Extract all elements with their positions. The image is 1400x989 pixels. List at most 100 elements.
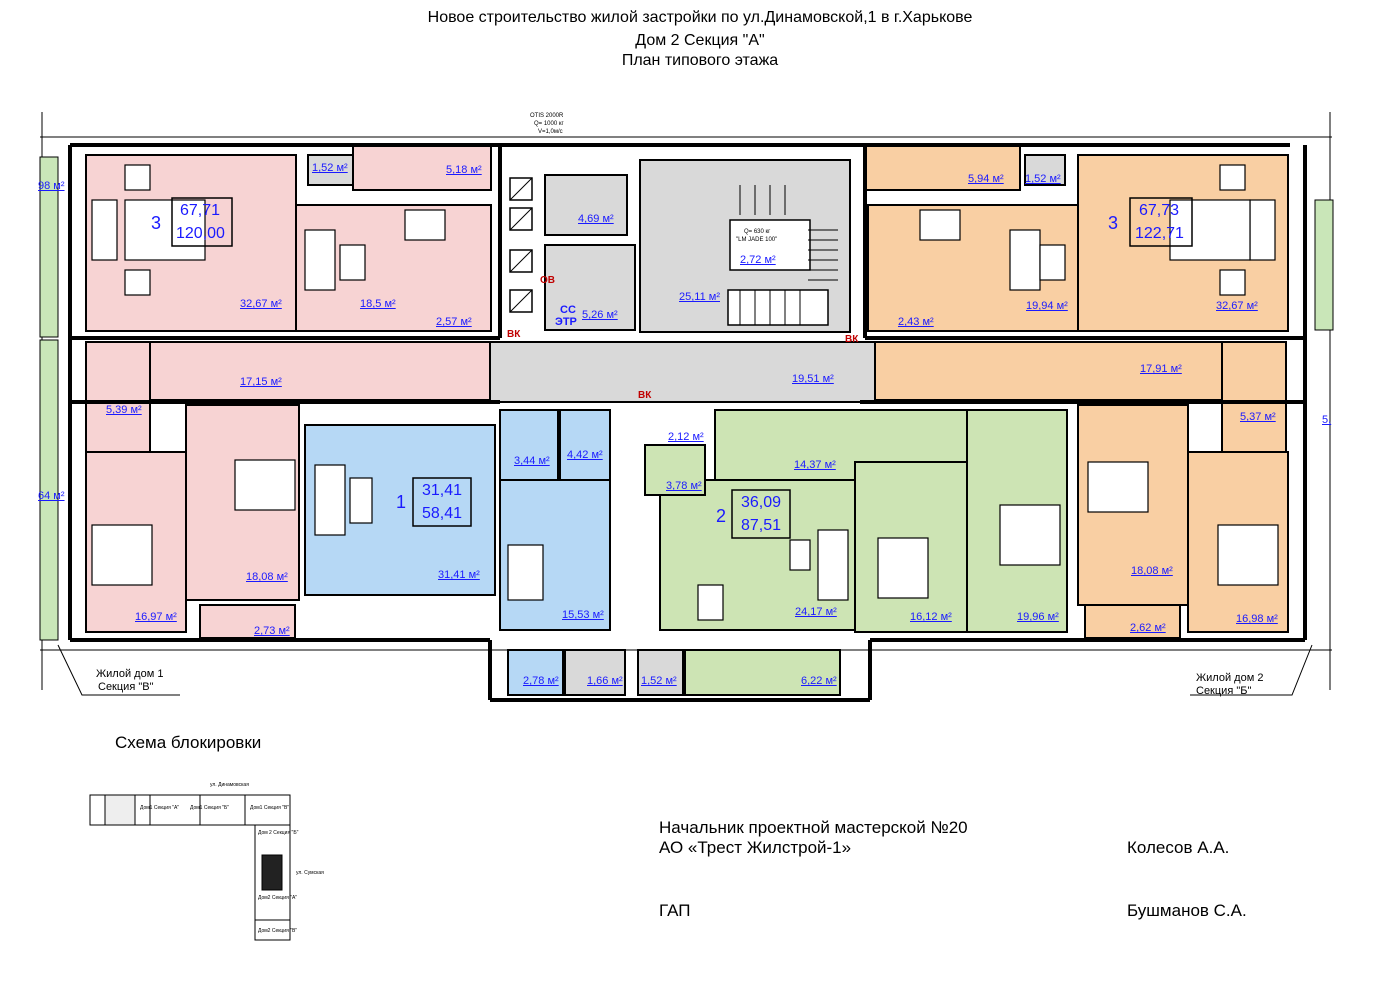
vk-mark-center: ВК [638, 390, 652, 401]
scheme-label: ул. Динамовская [210, 782, 249, 788]
apt-3-right-living: 67,73 [1139, 202, 1180, 219]
room-label: 32,67 м² [240, 298, 282, 310]
room-label: 25,11 м² [679, 291, 720, 303]
scheme-label: Дом1 Секция "В" [250, 805, 290, 811]
ss-mark: СС [560, 304, 576, 316]
apt-1-number: 1 [396, 492, 407, 512]
apt-2-number: 2 [716, 506, 727, 526]
signature-name-2: Бушманов С.А. [1127, 901, 1247, 920]
apt-3-left-living: 67,71 [180, 202, 221, 219]
room-label: 64 м² [38, 490, 65, 502]
room-label: 16,98 м² [1236, 613, 1278, 625]
position-gap: ГАП [659, 901, 691, 920]
elevator-big-spec: V=1,0м/с [538, 129, 563, 135]
neighbor-right-line1: Жилой дом 2 [1196, 672, 1264, 684]
edge-strip-left-top [39, 156, 59, 338]
room-label: 16,97 м² [135, 611, 177, 623]
stair-steps [739, 185, 838, 325]
apt-3-left-total: 120,00 [176, 225, 225, 242]
edge-strip-left-bottom [39, 339, 59, 641]
room-label: 24,17 м² [795, 606, 837, 618]
room-label: 1,66 м² [587, 675, 623, 687]
apt-1-total: 58,41 [422, 505, 463, 522]
scheme-label: ул. Сумская [296, 870, 324, 876]
db-mark: ОВ [540, 275, 555, 286]
room-label: 16,12 м² [910, 611, 952, 623]
scheme-drawing [89, 794, 291, 941]
apt-2-living: 36,09 [741, 494, 782, 511]
room-label: 2,73 м² [254, 625, 290, 637]
stair-well [727, 219, 829, 326]
room-label: 5,18 м² [446, 164, 482, 176]
neighbor-right-line2: Секция "Б" [1196, 685, 1252, 697]
room-label: 6,22 м² [801, 675, 837, 687]
room-label: 2,72 м² [740, 254, 776, 266]
position-head: Начальник проектной мастерской №20 [659, 818, 968, 837]
room-label: 17,91 м² [1140, 363, 1182, 375]
apt-2-area [644, 409, 1068, 696]
elevator-small-spec: "LM JADE 100" [736, 237, 778, 243]
room-label: 18,08 м² [1131, 565, 1173, 577]
neighbor-left-line1: Жилой дом 1 [96, 668, 164, 680]
apt-3-left-number: 3 [151, 213, 162, 233]
room-label: 14,37 м² [794, 459, 836, 471]
signature-name-1: Колесов А.А. [1127, 838, 1230, 857]
scheme-label: Дом1 Секция "А" [140, 805, 180, 811]
apt-3-right-total: 122,71 [1135, 225, 1184, 242]
vk-mark-left: ВК [507, 329, 521, 340]
room-label: 2,62 м² [1130, 622, 1166, 634]
company-name: АО «Трест Жилстрой-1» [659, 838, 852, 857]
apt-3-right-number: 3 [1108, 213, 1119, 233]
edge-strip-right [1314, 199, 1334, 331]
room-label: 17,15 м² [240, 376, 282, 388]
room-label: 4,69 м² [578, 213, 614, 225]
furniture [91, 164, 1279, 621]
scheme-label: Дом 2 Секция "Б" [258, 830, 299, 836]
apt-1-living: 31,41 [422, 482, 463, 499]
plan-caption: План типового этажа [621, 52, 779, 69]
room-label: 18,5 м² [360, 298, 396, 310]
room-label: 5,94 м² [968, 173, 1004, 185]
elevator-small-spec: Q= 630 кг [744, 229, 771, 235]
walls [68, 143, 1307, 702]
room-label: 3,78 м² [666, 480, 702, 492]
room-label: 19,51 м² [792, 373, 834, 385]
scheme-label: Дом1 Секция "Б" [190, 805, 229, 811]
elevator-big-spec: Q= 1000 кг [534, 121, 564, 127]
apt-1-area [304, 409, 611, 696]
plan-title: Новое строительство жилой застройки по у… [427, 9, 973, 26]
room-label: 5, [1322, 414, 1332, 426]
room-label: 5,26 м² [582, 309, 618, 321]
apt-2-total: 87,51 [741, 517, 782, 534]
room-label: 1,52 м² [312, 162, 348, 174]
elevator-big-spec: OTIS 2000R [530, 113, 564, 119]
room-label: 18,08 м² [246, 571, 288, 583]
plan-subtitle: Дом 2 Секция "А" [635, 32, 765, 49]
room-label: 2,78 м² [523, 675, 559, 687]
room-label: 32,67 м² [1216, 300, 1258, 312]
scheme-title: Схема блокировки [115, 733, 262, 752]
room-label: 5,37 м² [1240, 411, 1276, 423]
vk-mark-right: ВК [845, 334, 859, 345]
room-label: 2,43 м² [898, 316, 934, 328]
room-label: 2,12 м² [668, 431, 704, 443]
room-label: 4,42 м² [567, 449, 603, 461]
shaft-crosses [509, 177, 533, 313]
room-label: 2,57 м² [436, 316, 472, 328]
scheme-label: Дом2 Секция "В" [258, 928, 298, 934]
apt-number-boxes [171, 197, 1193, 539]
room-label: 1,52 м² [1025, 173, 1061, 185]
room-label: 19,96 м² [1017, 611, 1059, 623]
room-label: 31,41 м² [438, 569, 480, 581]
room-label: 3,44 м² [514, 455, 550, 467]
neighbor-leaders [57, 644, 1313, 696]
room-label: 5,39 м² [106, 404, 142, 416]
neighbor-left-line2: Секция "В" [98, 681, 154, 693]
room-label: 98 м² [38, 180, 65, 192]
room-label: 1,52 м² [641, 675, 677, 687]
room-label: 19,94 м² [1026, 300, 1068, 312]
room-label: 15,53 м² [562, 609, 604, 621]
scheme-label: Дом2 Секция "А" [258, 895, 298, 901]
etr-mark: ЭТР [555, 316, 577, 328]
